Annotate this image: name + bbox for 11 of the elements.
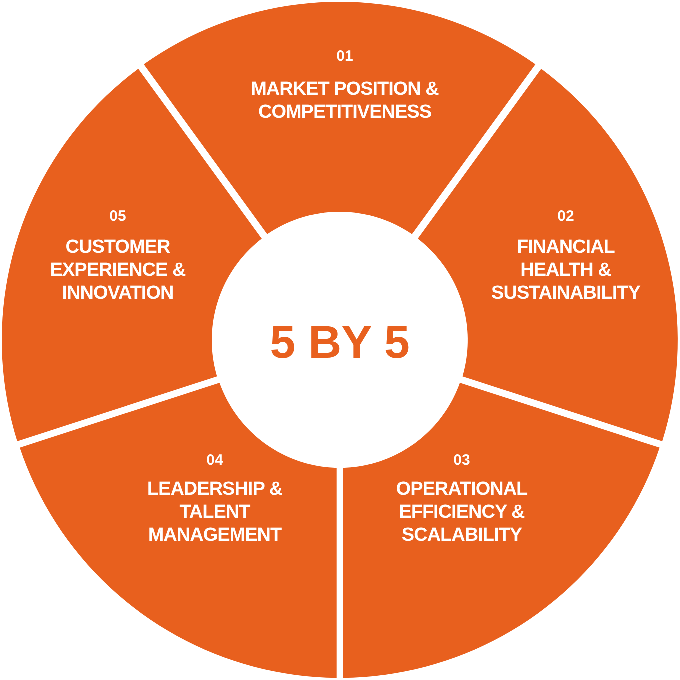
center-title: 5 BY 5: [270, 315, 410, 369]
segment-title: LEADERSHIP & TALENT MANAGEMENT: [146, 478, 284, 547]
step-number: 05: [110, 208, 126, 225]
step-number: 03: [454, 452, 470, 469]
segment-title: FINANCIAL HEALTH & SUSTAINABILITY: [490, 236, 642, 305]
step-number: 01: [336, 48, 354, 65]
step-number: 04: [206, 452, 224, 469]
segment-title: OPERATIONAL EFFICIENCY & SCALABILITY: [395, 478, 529, 547]
step-number: 02: [558, 208, 574, 225]
segment-title: CUSTOMER EXPERIENCE & INNOVATION: [49, 236, 187, 305]
segment-title: MARKET POSITION & COMPETITIVENESS: [250, 78, 440, 124]
